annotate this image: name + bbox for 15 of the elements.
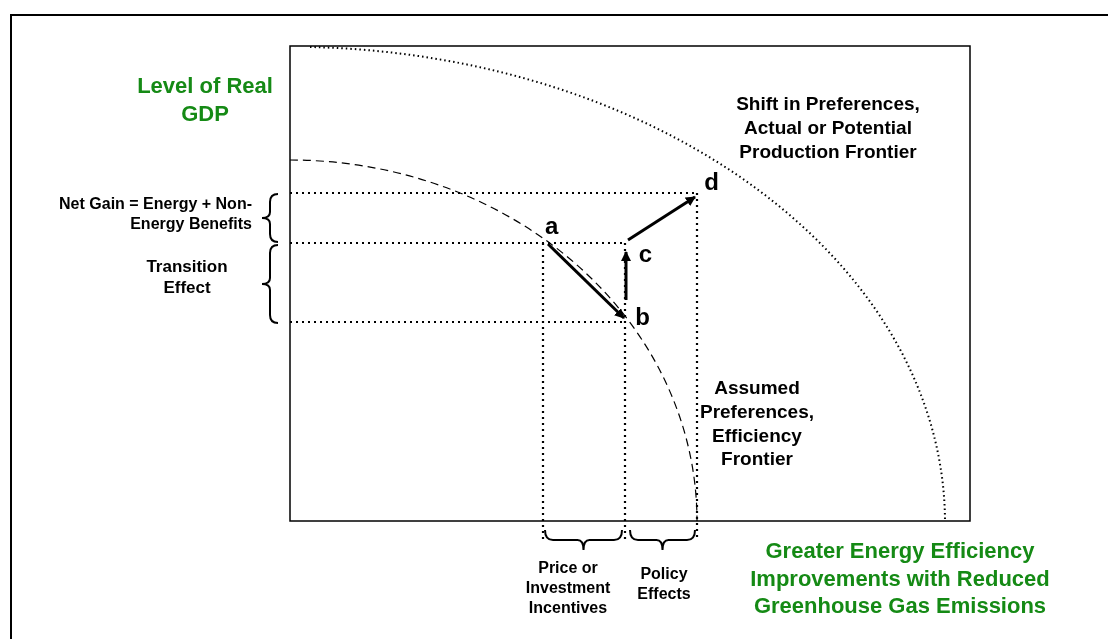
point-label: a xyxy=(545,214,559,238)
axis-label: Greater Energy Efficiency Improvements with Reduced Greenhouse Gas Emissions xyxy=(749,537,1051,620)
arrow xyxy=(621,251,631,300)
point-label: d xyxy=(704,170,719,194)
point-label: b xyxy=(635,305,650,329)
brace-label: Transition Effect xyxy=(145,256,229,299)
brace-label: Policy Effects xyxy=(636,564,692,604)
curve-label: Assumed Preferences, Efficiency Frontier xyxy=(698,376,816,471)
brace-label: Net Gain = Energy + Non-Energy Benefits xyxy=(58,194,252,234)
brace-label: Price or Investment Incentives xyxy=(524,558,612,618)
arrow xyxy=(546,242,626,320)
axis-label: Level of Real GDP xyxy=(136,72,274,127)
curve-label: Shift in Preferences, Actual or Potential Production Frontier xyxy=(735,92,921,164)
arrow xyxy=(627,195,696,242)
point-label: c xyxy=(638,242,652,266)
